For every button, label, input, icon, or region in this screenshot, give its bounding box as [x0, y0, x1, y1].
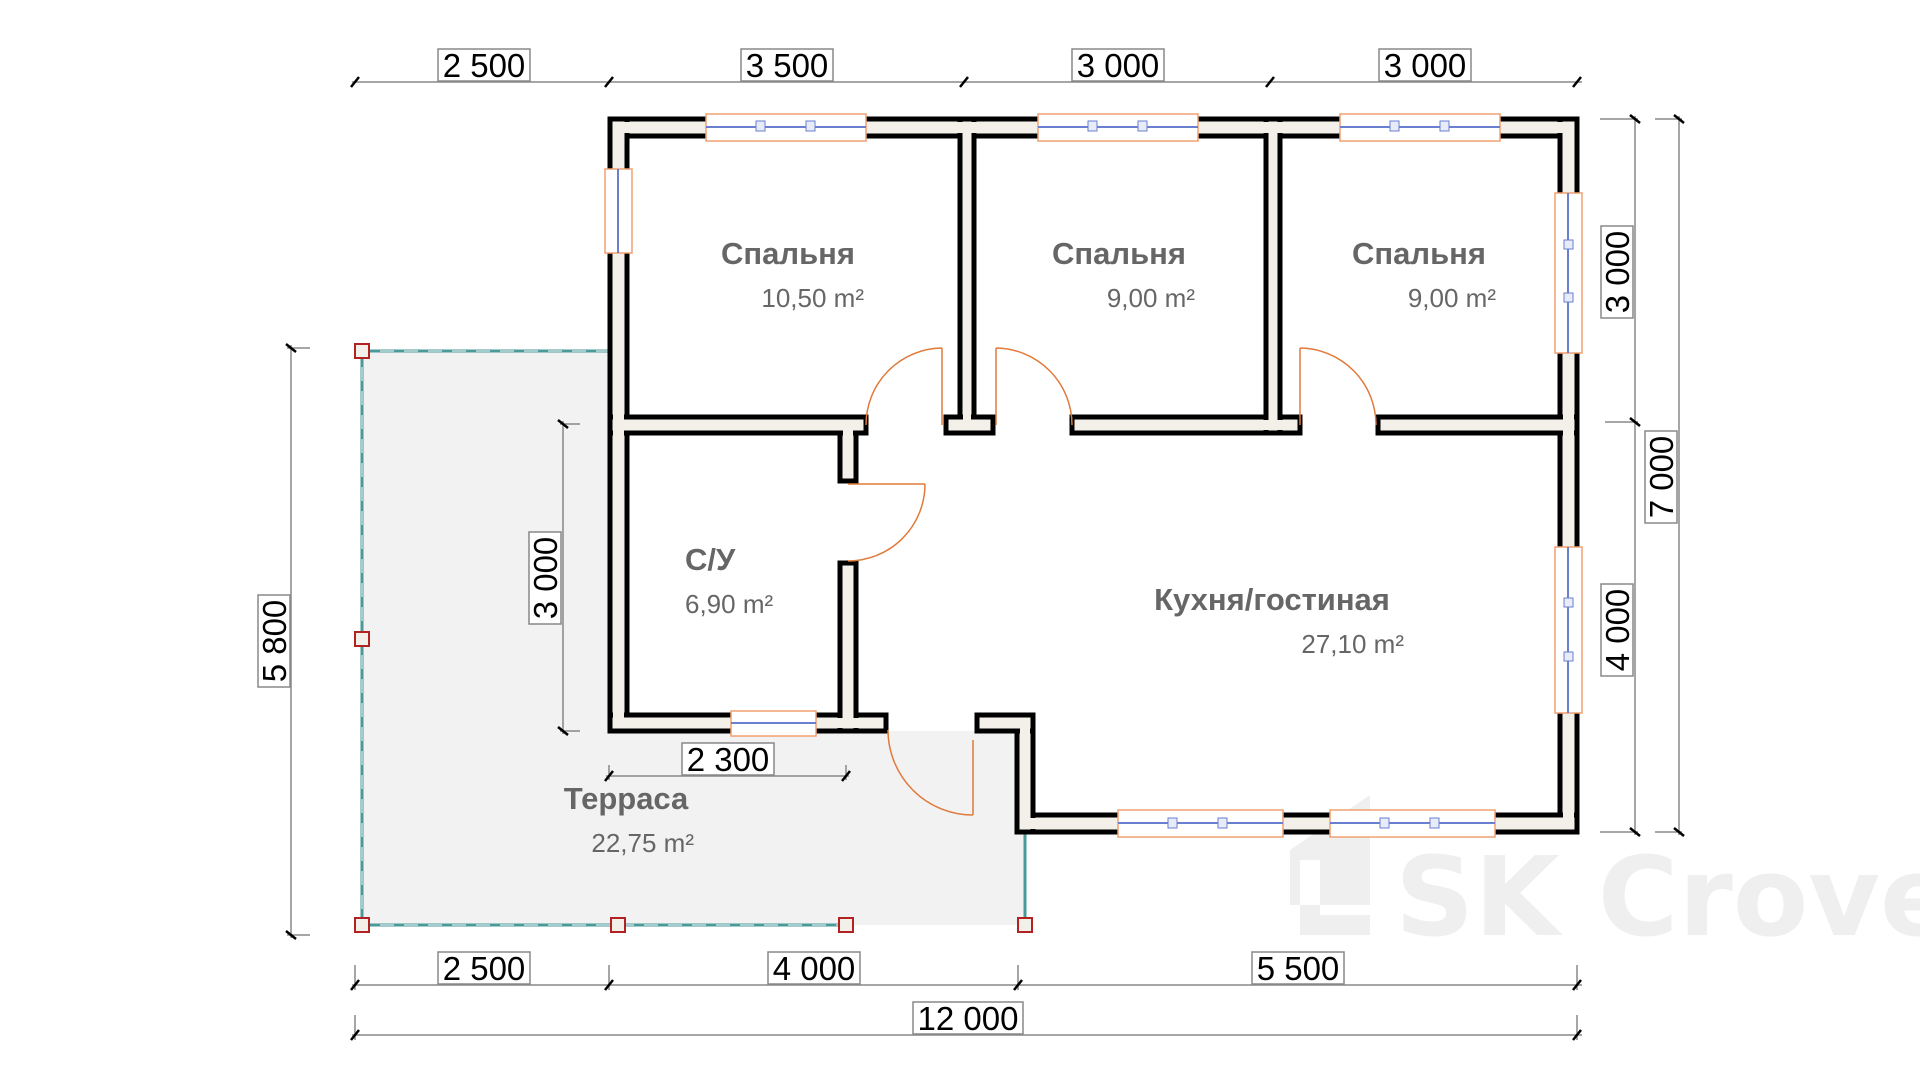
dimension-labels-vertical: 5 800 3 000 3 000 4 000 7 000	[256, 225, 1680, 688]
room-name-bathroom: С/У	[685, 542, 736, 577]
windows	[604, 113, 1583, 838]
dim-top-4: 3 000	[1384, 47, 1467, 84]
room-name-kitchen-living: Кухня/гостиная	[1154, 582, 1390, 617]
room-labels: Спальня 10,50 m² Спальня 9,00 m² Спальня…	[564, 236, 1497, 858]
room-area-bedroom-3: 9,00 m²	[1408, 283, 1496, 313]
dim-left-terrace: 5 800	[256, 600, 293, 683]
window	[1339, 113, 1501, 142]
wall-entry-stub	[974, 712, 1036, 734]
window	[730, 710, 817, 737]
room-area-terrace: 22,75 m²	[591, 828, 694, 858]
window	[1329, 809, 1496, 838]
terrace-post	[838, 917, 854, 933]
window	[705, 113, 867, 142]
dim-top-1: 2 500	[443, 47, 526, 84]
door-swing	[847, 483, 926, 562]
watermark: SK Croves	[1290, 795, 1920, 961]
dim-right-upper: 3 000	[1599, 231, 1636, 314]
terrace-post	[610, 917, 626, 933]
window	[604, 168, 633, 254]
room-area-kitchen-living: 27,10 m²	[1301, 629, 1404, 659]
doors	[847, 347, 1377, 816]
dim-bottom-2: 4 000	[773, 950, 856, 987]
window	[1037, 113, 1199, 142]
room-area-bathroom: 6,90 m²	[685, 589, 773, 619]
dim-top-3: 3 000	[1077, 47, 1160, 84]
room-area-bedroom-2: 9,00 m²	[1107, 283, 1195, 313]
terrace-entry-patch	[880, 731, 1025, 831]
door-swing	[1299, 347, 1377, 426]
window	[1554, 192, 1583, 354]
terrace-post	[1017, 917, 1033, 933]
dimension-ticks	[285, 76, 1685, 1041]
terrace-area	[362, 351, 1025, 925]
door-swing-entry	[887, 729, 974, 816]
door-swing	[995, 347, 1073, 426]
terrace-post	[354, 917, 370, 933]
terrace-post	[354, 343, 370, 359]
dim-bottom-1: 2 500	[443, 950, 526, 987]
dimension-lines	[287, 81, 1682, 1040]
dim-inner-vertical: 3 000	[527, 537, 564, 620]
window	[1554, 546, 1583, 714]
terrace-post	[354, 631, 370, 647]
watermark-text: SK Croves	[1395, 833, 1920, 961]
door-swing	[865, 347, 943, 426]
dim-bottom-3: 5 500	[1257, 950, 1340, 987]
window	[1117, 809, 1284, 838]
room-area-bedroom-1: 10,50 m²	[761, 283, 864, 313]
dim-top-2: 3 500	[746, 47, 829, 84]
dim-inner-horizontal: 2 300	[687, 741, 770, 778]
dim-total-width: 12 000	[918, 1000, 1019, 1037]
dim-right-lower: 4 000	[1599, 589, 1636, 672]
room-name-terrace: Терраса	[564, 781, 689, 816]
room-name-bedroom-3: Спальня	[1352, 236, 1486, 271]
room-name-bedroom-2: Спальня	[1052, 236, 1186, 271]
dimension-labels: 2 500 3 500 3 000 3 000 2 500 4 000 5 50…	[437, 47, 1472, 1037]
terrace	[354, 343, 1033, 933]
dim-right-total: 7 000	[1643, 436, 1680, 519]
room-name-bedroom-1: Спальня	[721, 236, 855, 271]
